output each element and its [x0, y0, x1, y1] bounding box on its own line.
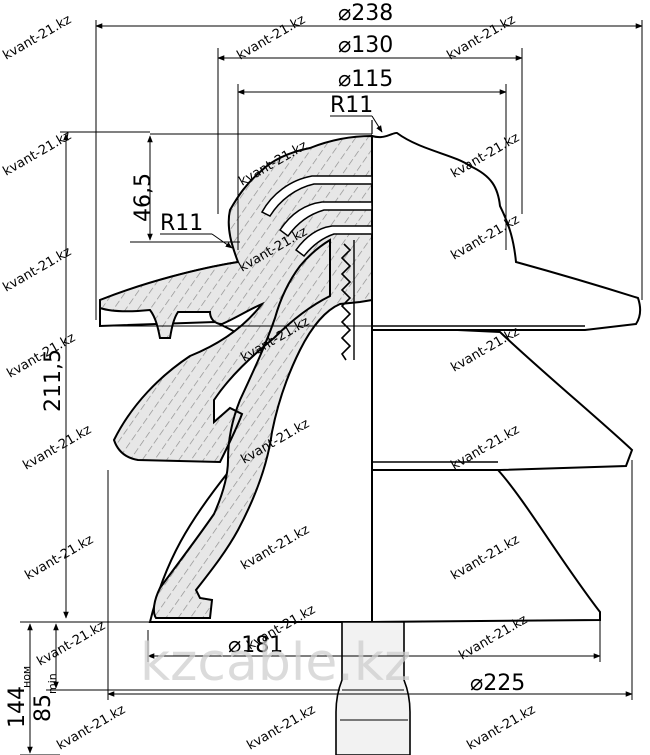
watermark-small: kvant-21.kz: [1, 128, 75, 179]
dim-diameter-225: ⌀225: [470, 671, 525, 696]
watermark-small: kvant-21.kz: [21, 422, 95, 473]
dim-height-144: 144: [5, 686, 30, 728]
dim-height-211-5: 211,5: [41, 349, 66, 412]
watermark-small: kvant-21.kz: [1, 12, 75, 63]
threaded-bore: [340, 243, 352, 361]
dim-radius-left: R11: [160, 211, 203, 236]
watermark-small: kvant-21.kz: [1, 244, 75, 295]
dim-height-85: 85: [31, 694, 56, 722]
middle-skirt: [371, 324, 634, 471]
dim-diameter-115: ⌀115: [338, 67, 393, 92]
dim-height-46-5: 46,5: [131, 173, 156, 222]
dim-diameter-130: ⌀130: [338, 33, 393, 58]
watermark-small: kvant-21.kz: [465, 702, 539, 753]
dim-diameter-238: ⌀238: [338, 1, 393, 26]
dimension-lines: [20, 20, 643, 755]
dim-height-85-subscript: min: [46, 673, 59, 694]
watermark-small: kvant-21.kz: [23, 532, 97, 583]
watermark-small: kvant-21.kz: [245, 702, 319, 753]
watermark-small: kvant-21.kz: [35, 618, 109, 669]
watermark-small: kvant-21.kz: [449, 130, 523, 181]
watermark-large: kzcable.kz: [140, 633, 411, 693]
watermark-small: kvant-21.kz: [55, 702, 129, 753]
watermark-small: kvant-21.kz: [445, 12, 519, 63]
watermark-small: kvant-21.kz: [235, 12, 309, 63]
dim-radius-top: R11: [330, 93, 373, 118]
separator-lines: [100, 325, 585, 463]
bottom-skirt: [371, 460, 601, 624]
dim-height-144-subscript: ном: [20, 666, 33, 688]
dim-diameter-181: ⌀181: [228, 633, 283, 658]
